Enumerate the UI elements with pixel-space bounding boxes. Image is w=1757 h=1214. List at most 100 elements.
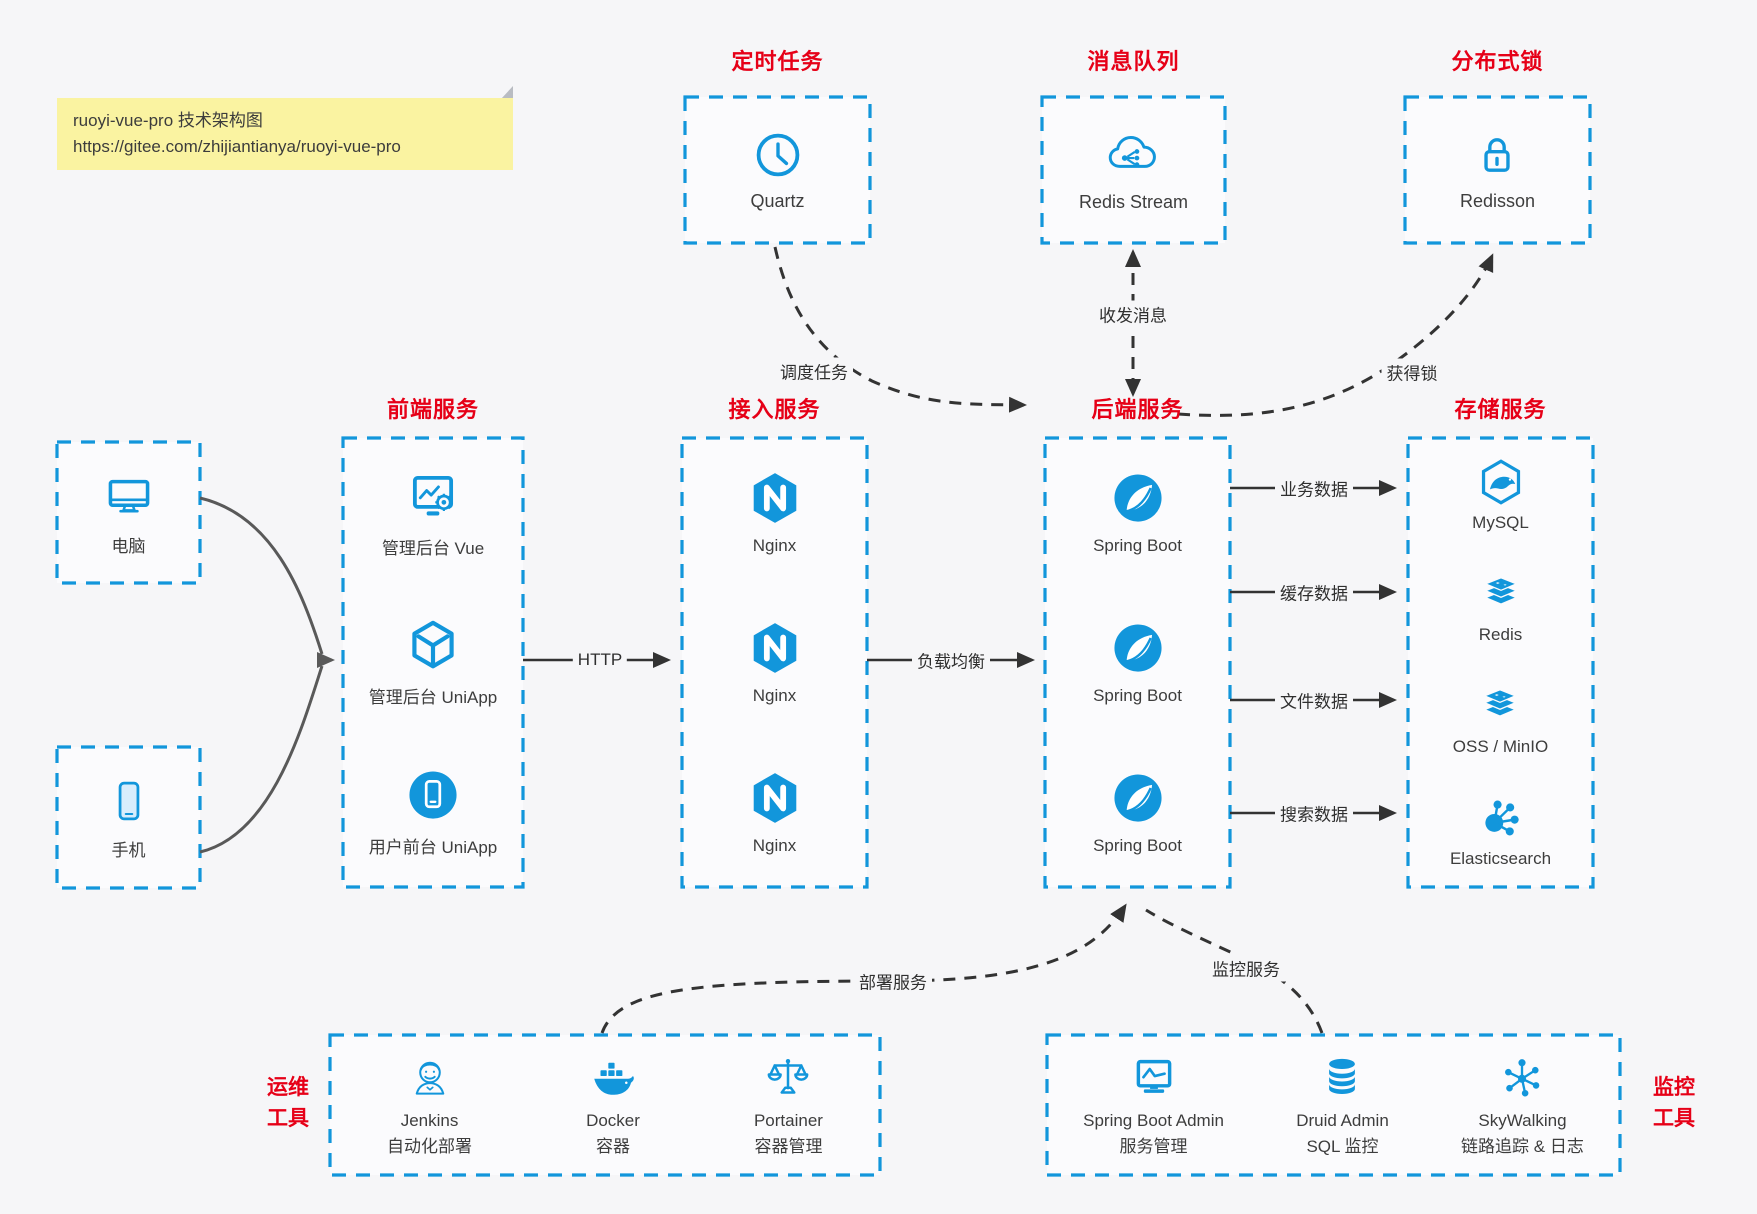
ops-label-line2: 工具: [267, 1107, 309, 1130]
group-phone: 手机: [57, 747, 200, 888]
node-druid-admin: Druid Admin SQL 监控: [1296, 1053, 1389, 1157]
docker-icon: [594, 1062, 634, 1095]
node-label: 管理后台 Vue: [381, 538, 485, 558]
desktop-icon: [108, 479, 149, 513]
edge-phone-frontend: [199, 665, 324, 854]
lock-icon: [1484, 138, 1511, 172]
node-spring-boot-3: Spring Boot: [1093, 769, 1182, 856]
node-label: Spring Boot: [1093, 835, 1182, 855]
node-phone: 手机: [103, 775, 155, 861]
node-nginx-1: Nginx: [746, 469, 804, 556]
title-message-queue: 消息队列: [1087, 49, 1180, 74]
group-monitoring-tools: Spring Boot Admin 服务管理 Druid Admin SQL 监…: [1047, 1035, 1620, 1175]
node-jenkins: Jenkins 自动化部署: [387, 1053, 472, 1157]
node-label: Redisson: [1459, 191, 1536, 211]
group-redis-stream: Redis Stream: [1042, 97, 1225, 243]
node-label: Nginx: [752, 835, 797, 855]
edge-label-deploy: 部署服务: [854, 967, 932, 995]
edge-label-search-data: 搜索数据: [1275, 799, 1353, 827]
spring-boot-icon: [1112, 772, 1163, 823]
edge-label-monitor: 监控服务: [1207, 954, 1285, 982]
node-label: Redis Stream: [1078, 192, 1189, 212]
node-sublabel: 服务管理: [1119, 1137, 1188, 1156]
node-spring-boot-2: Spring Boot: [1093, 619, 1182, 706]
node-redis-stream: Redis Stream: [1079, 127, 1188, 213]
clock-icon: [756, 133, 799, 177]
node-label: Spring Boot: [1093, 685, 1182, 705]
note-title: ruoyi-vue-pro 技术架构图: [73, 111, 263, 130]
monitoring-label-line2: 工具: [1653, 1107, 1695, 1130]
edge-label-load-balance: 负载均衡: [912, 646, 990, 674]
group-frontend: 管理后台 Vue 管理后台 UniApp 用户前台 UniApp: [343, 438, 523, 887]
node-label: 电脑: [111, 536, 146, 556]
ops-tools-label: 运维 工具: [248, 1072, 328, 1134]
node-portainer: Portainer 容器管理: [754, 1053, 823, 1157]
edge-label-lock: 获得锁: [1381, 358, 1443, 386]
node-user-uniapp: 用户前台 UniApp: [369, 766, 497, 858]
node-label: 用户前台 UniApp: [368, 838, 498, 858]
storage-box: [1406, 436, 1595, 889]
jenkins-icon: [415, 1061, 444, 1095]
node-sublabel: 自动化部署: [387, 1137, 473, 1156]
node-label: Docker: [586, 1111, 640, 1130]
title-frontend-services: 前端服务: [386, 397, 479, 422]
node-label: Druid Admin: [1296, 1111, 1389, 1130]
node-redis: Redis: [1475, 568, 1527, 645]
group-quartz: Quartz: [685, 97, 870, 243]
uniapp-cube-icon: [404, 616, 462, 674]
ops-tools-box: [328, 1033, 882, 1177]
node-label: Redis: [1478, 624, 1523, 644]
node-quartz: Quartz: [750, 128, 805, 212]
node-docker: Docker 容器: [586, 1053, 640, 1157]
quartz-box: [683, 95, 872, 245]
node-mysql: MySQL: [1472, 456, 1529, 533]
edge-label-http: HTTP: [572, 649, 628, 671]
node-nginx-2: Nginx: [746, 619, 804, 706]
nginx-icon: [746, 469, 804, 527]
monitoring-tools-label: 监控 工具: [1634, 1072, 1714, 1134]
node-label: Jenkins: [400, 1111, 459, 1130]
nginx-icon: [746, 769, 804, 827]
edge-computer-frontend: [199, 496, 324, 655]
node-label: Quartz: [750, 191, 805, 211]
skywalking-icon: [1504, 1058, 1541, 1098]
node-label: SkyWalking: [1478, 1111, 1567, 1130]
ops-label-line1: 运维: [267, 1076, 309, 1099]
node-sublabel: SQL 监控: [1306, 1137, 1379, 1156]
node-sublabel: 链路追踪 & 日志: [1461, 1137, 1584, 1156]
title-backend-services: 后端服务: [1091, 397, 1184, 422]
group-gateway: Nginx Nginx Nginx: [682, 438, 867, 887]
node-computer: 电脑: [102, 469, 156, 557]
node-label: OSS / MinIO: [1452, 737, 1549, 757]
title-storage-services: 存储服务: [1454, 397, 1547, 422]
node-label: Spring Boot Admin: [1083, 1111, 1224, 1130]
node-admin-vue: 管理后台 Vue: [382, 467, 484, 559]
sticky-note: ruoyi-vue-pro 技术架构图 https://gitee.com/zh…: [57, 98, 513, 170]
elasticsearch-icon: [1484, 799, 1521, 838]
node-oss-minio: OSS / MinIO: [1453, 680, 1548, 757]
node-label: MySQL: [1472, 512, 1529, 532]
edge-label-file-data: 文件数据: [1275, 686, 1353, 714]
group-storage: MySQL Redis OSS / MinIO Elasticsearch: [1408, 438, 1593, 887]
node-label: 管理后台 UniApp: [368, 688, 498, 708]
group-backend: Spring Boot Spring Boot Spring Boot: [1045, 438, 1230, 887]
monitoring-tools-box: [1045, 1033, 1622, 1177]
node-label: Nginx: [752, 536, 797, 556]
cloud-network-icon: [1109, 136, 1157, 169]
group-ops-tools: Jenkins 自动化部署 Docker 容器 Portainer 容器管理: [330, 1035, 880, 1175]
node-skywalking: SkyWalking 链路追踪 & 日志: [1461, 1053, 1584, 1157]
node-label: Elasticsearch: [1449, 849, 1552, 869]
node-label: Portainer: [753, 1111, 823, 1130]
edge-label-cache-data: 缓存数据: [1275, 578, 1353, 606]
title-distributed-lock: 分布式锁: [1451, 49, 1544, 74]
edge-schedule-tasks: [773, 246, 1027, 413]
spring-boot-admin-icon: [1136, 1059, 1171, 1095]
spring-boot-icon: [1112, 623, 1163, 673]
monitoring-label-line1: 监控: [1653, 1076, 1695, 1099]
node-label: Nginx: [752, 685, 797, 705]
node-spring-boot-admin: Spring Boot Admin 服务管理: [1083, 1053, 1224, 1157]
edge-deploy-services: [600, 903, 1127, 1034]
mobile-app-icon: [408, 770, 458, 821]
computer-box: [55, 440, 202, 585]
